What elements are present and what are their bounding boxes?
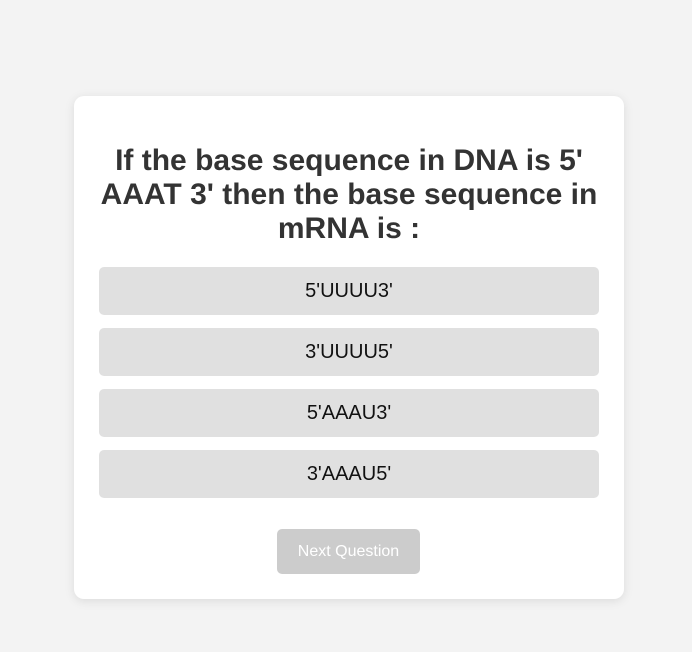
- answer-option-2[interactable]: 3'UUUU5': [99, 328, 599, 376]
- answer-options: 5'UUUU3' 3'UUUU5' 5'AAAU3' 3'AAAU5': [99, 267, 599, 511]
- question-text: If the base sequence in DNA is 5' AAAT 3…: [100, 144, 598, 245]
- next-question-button[interactable]: Next Question: [277, 529, 420, 574]
- quiz-card: If the base sequence in DNA is 5' AAAT 3…: [74, 96, 624, 599]
- answer-option-3[interactable]: 5'AAAU3': [99, 389, 599, 437]
- answer-option-1[interactable]: 5'UUUU3': [99, 267, 599, 315]
- answer-option-4[interactable]: 3'AAAU5': [99, 450, 599, 498]
